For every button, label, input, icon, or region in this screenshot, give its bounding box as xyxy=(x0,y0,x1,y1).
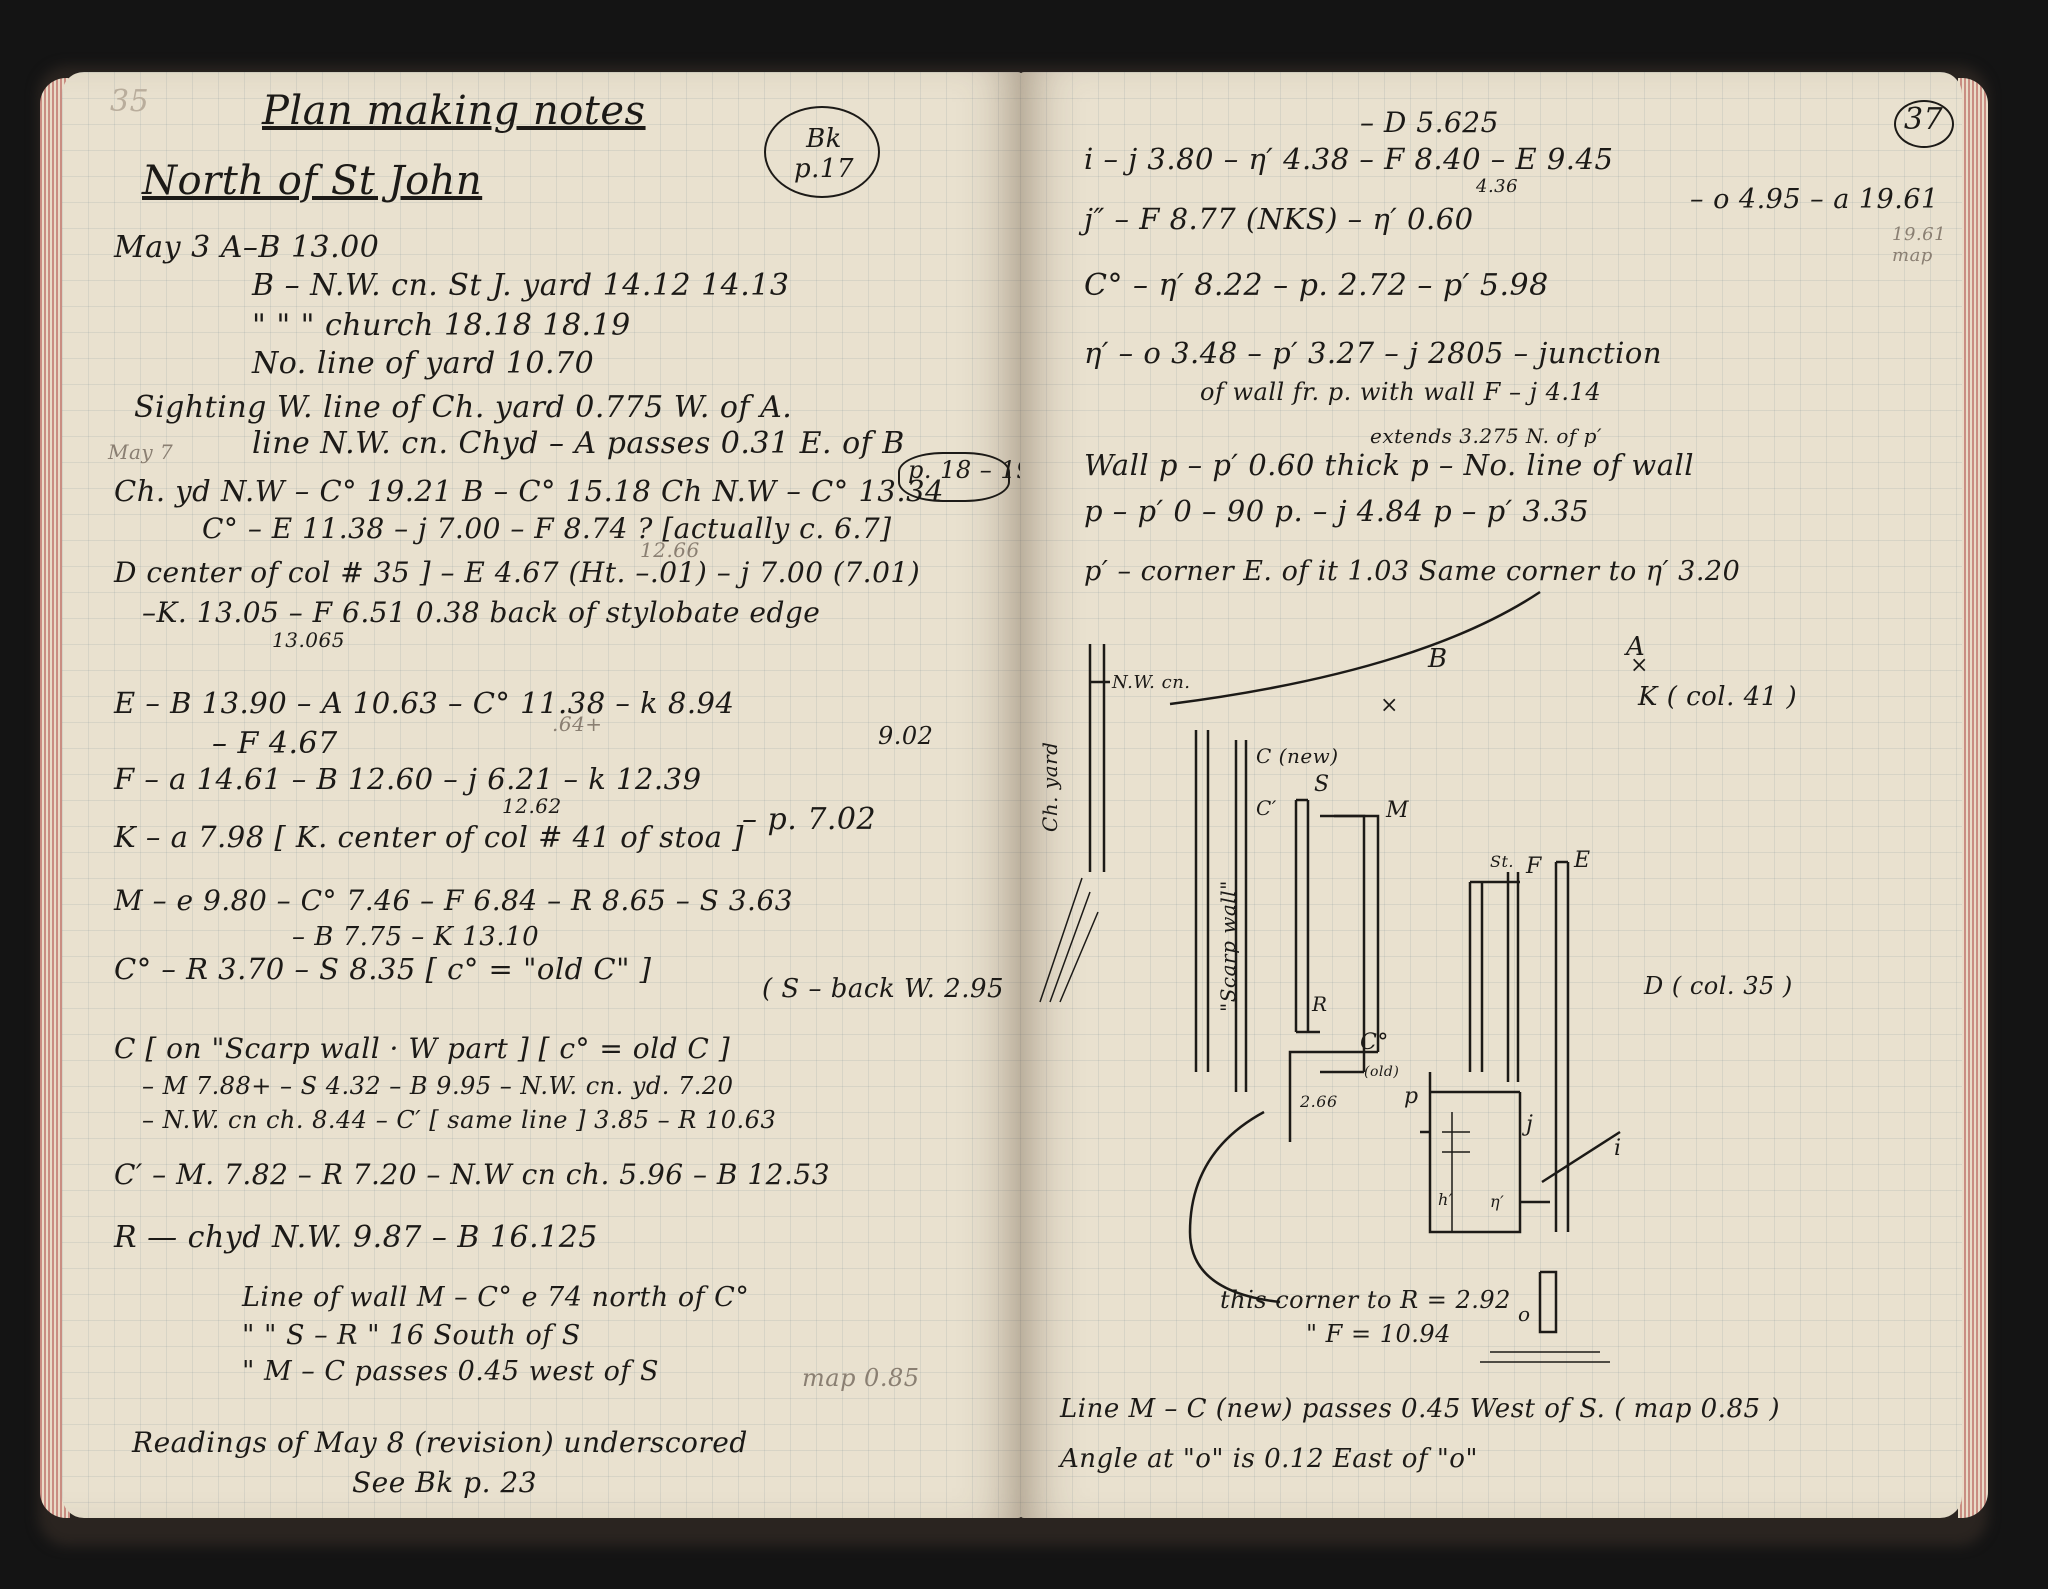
page-edges-right xyxy=(1958,78,1988,1518)
note-line: E – B 13.90 – A 10.63 – C° 11.38 – k 8.9… xyxy=(114,686,735,720)
margin-note: p. 18 – 19 xyxy=(908,456,1022,484)
note-line: – F 4.67 xyxy=(212,726,338,761)
sketch-label: E xyxy=(1574,848,1591,873)
note-line: " M – C passes 0.45 west of S xyxy=(242,1356,659,1387)
note-line: M – e 9.80 – C° 7.46 – F 6.84 – R 8.65 –… xyxy=(114,884,794,917)
sketch-label: 2.66 xyxy=(1300,1092,1338,1111)
note-line: Readings of May 8 (revision) underscored xyxy=(132,1426,748,1459)
page-number-left: 35 xyxy=(110,84,150,119)
sketch-label: F xyxy=(1526,854,1542,879)
sketch-label: K ( col. 41 ) xyxy=(1638,682,1798,712)
svg-text:×: × xyxy=(1380,693,1398,718)
note-line: – N.W. cn ch. 8.44 – C′ [ same line ] 3.… xyxy=(142,1106,777,1134)
note-line: ( S – back W. 2.95 xyxy=(762,974,1005,1004)
note-line: line N.W. cn. Chyd – A passes 0.31 E. of… xyxy=(252,426,905,461)
margin-note: 12.62 xyxy=(502,794,562,818)
note-line: – M 7.88+ – S 4.32 – B 9.95 – N.W. cn. y… xyxy=(142,1072,734,1100)
book-reference: Bk p.17 xyxy=(794,124,854,184)
sketch-label: this corner to R = 2.92 xyxy=(1220,1286,1511,1314)
page-number-right: 37 xyxy=(1904,102,1944,137)
sketch-label: C° xyxy=(1360,1030,1389,1055)
note-line: C° – E 11.38 – j 7.00 – F 8.74 ? [actual… xyxy=(202,512,892,545)
note-line: of wall fr. p. with wall F – j 4.14 xyxy=(1200,378,1602,406)
page-subtitle: North of St John xyxy=(142,158,483,204)
page-number-circle xyxy=(1894,100,1954,148)
sketch-label: St. xyxy=(1490,852,1514,871)
sketch-label: M xyxy=(1386,798,1410,823)
sketch-label: A xyxy=(1626,632,1646,662)
note-line: " " S – R " 16 South of S xyxy=(242,1320,581,1351)
sketch-label: "Scarp wall" xyxy=(1216,880,1240,1012)
sketch-label: h′ xyxy=(1438,1190,1453,1209)
right-page: 37 – D 5.625 i – j 3.80 – η′ 4.38 – F 8.… xyxy=(1020,72,1962,1518)
sketch-label: i xyxy=(1614,1136,1622,1161)
margin-note: 12.66 xyxy=(640,538,700,562)
sketch-label: C′ xyxy=(1256,796,1277,820)
sketch-label: o xyxy=(1518,1302,1531,1326)
note-line: extends 3.275 N. of p′ xyxy=(1370,424,1602,448)
sketch-label: R xyxy=(1312,992,1328,1016)
note-line: B – N.W. cn. St J. yard 14.12 14.13 xyxy=(252,268,790,303)
note-line: Line M – C (new) passes 0.45 West of S. … xyxy=(1060,1394,1780,1424)
note-line: η′ – o 3.48 – p′ 3.27 – j 2805 – junctio… xyxy=(1084,336,1663,370)
sketch-label: (old) xyxy=(1364,1064,1400,1080)
note-line: – B 7.75 – K 13.10 xyxy=(292,922,540,952)
note-line: – D 5.625 xyxy=(1360,106,1499,139)
note-line: i – j 3.80 – η′ 4.38 – F 8.40 – E 9.45 xyxy=(1084,142,1614,176)
sketch-label: Ch. yard xyxy=(1038,741,1062,832)
margin-note: map 0.85 xyxy=(802,1364,920,1392)
note-line: No. line of yard 10.70 xyxy=(252,346,595,381)
note-line: – o 4.95 – a 19.61 xyxy=(1690,184,1939,215)
note-line: – p. 7.02 xyxy=(742,802,877,837)
sketch-label: N.W. cn. xyxy=(1112,672,1191,693)
note-line: j″ – F 8.77 (NKS) – η′ 0.60 xyxy=(1084,202,1474,236)
note-line: C′ – M. 7.82 – R 7.20 – N.W cn ch. 5.96 … xyxy=(114,1158,831,1191)
book-reference-circle xyxy=(764,106,880,198)
sketch-label: " F = 10.94 xyxy=(1306,1320,1451,1348)
note-line: F – a 14.61 – B 12.60 – j 6.21 – k 12.39 xyxy=(114,762,702,796)
sketch-label: p xyxy=(1404,1084,1419,1109)
sketch-label: S xyxy=(1314,772,1330,797)
sketch-label: η′ xyxy=(1490,1192,1505,1211)
left-page: 35 Plan making notes North of St John Bk… xyxy=(62,72,1022,1518)
note-line: See Bk p. 23 xyxy=(352,1466,538,1499)
note-line: C° – R 3.70 – S 8.35 [ c° = "old C" ] xyxy=(114,952,652,986)
sketch-label: D ( col. 35 ) xyxy=(1644,972,1793,1000)
margin-note: May 7 xyxy=(108,440,174,464)
svg-text:×: × xyxy=(1630,653,1648,678)
margin-note: 19.61 map xyxy=(1892,224,1947,266)
note-line: Wall p – p′ 0.60 thick p – No. line of w… xyxy=(1084,448,1695,482)
note-line: Line of wall M – C° e 74 north of C° xyxy=(242,1282,750,1313)
margin-note: .64+ xyxy=(552,712,603,736)
note-line: C° – η′ 8.22 – p. 2.72 – p′ 5.98 xyxy=(1084,268,1549,303)
note-line: Sighting W. line of Ch. yard 0.775 W. of… xyxy=(134,390,793,425)
sketch-label: j xyxy=(1526,1112,1534,1137)
margin-note: 9.02 xyxy=(878,722,934,750)
page-ref-circle xyxy=(898,452,1010,502)
note-line: 4.36 xyxy=(1476,176,1519,197)
note-line: p – p′ 0 – 90 p. – j 4.84 p – p′ 3.35 xyxy=(1084,494,1590,528)
note-line: " " " church 18.18 18.19 xyxy=(252,308,631,343)
margin-note: 13.065 xyxy=(272,628,345,652)
note-line: C [ on "Scarp wall · W part ] [ c° = old… xyxy=(114,1032,731,1065)
note-line: May 3 A–B 13.00 xyxy=(114,230,380,265)
note-line: p′ – corner E. of it 1.03 Same corner to… xyxy=(1084,556,1741,587)
sketch-label: B xyxy=(1428,644,1448,674)
sketch-label: C (new) xyxy=(1256,744,1339,768)
note-line: D center of col # 35 ] – E 4.67 (Ht. –.0… xyxy=(114,556,921,589)
note-line: Angle at "o" is 0.12 East of "o" xyxy=(1060,1444,1478,1474)
page-title: Plan making notes xyxy=(262,88,646,134)
note-line: R — chyd N.W. 9.87 – B 16.125 xyxy=(114,1220,598,1255)
note-line: –K. 13.05 – F 6.51 0.38 back of stylobat… xyxy=(142,596,821,629)
site-plan-sketch: × × xyxy=(1039,590,1648,1363)
note-line: Ch. yd N.W – C° 19.21 B – C° 15.18 Ch N.… xyxy=(114,474,944,508)
note-line: K – a 7.98 [ K. center of col # 41 of st… xyxy=(114,820,744,854)
